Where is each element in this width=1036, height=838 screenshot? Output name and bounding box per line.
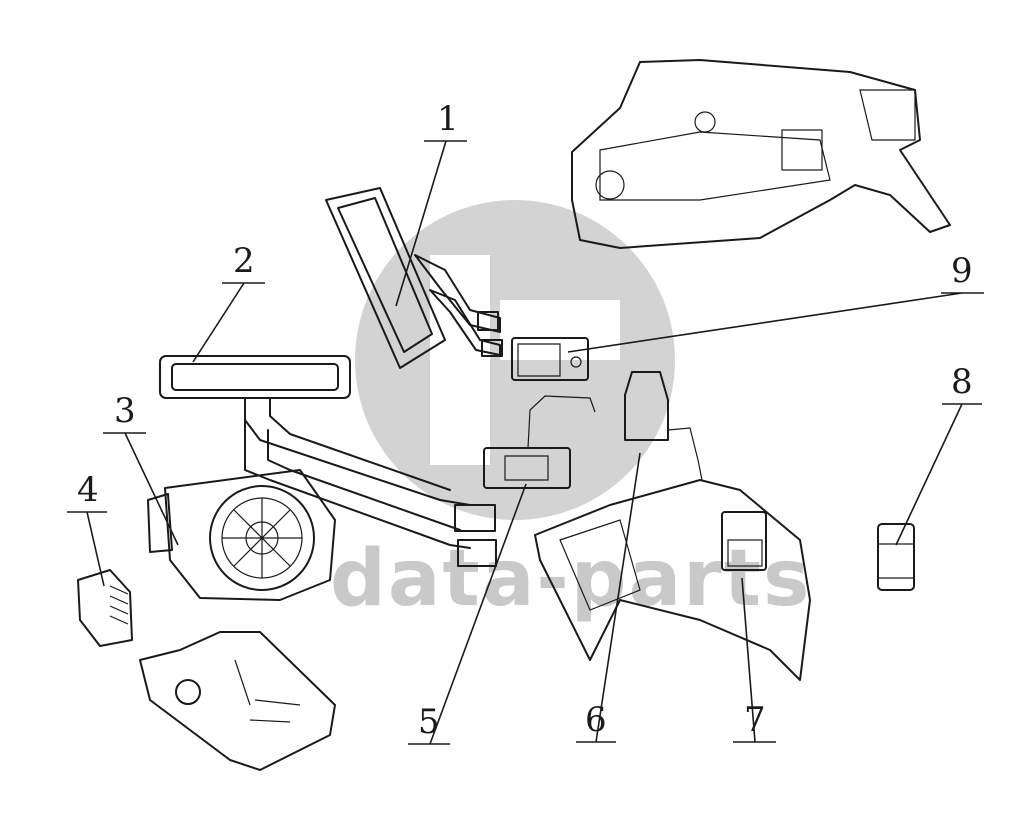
callout-9: 9	[951, 251, 973, 291]
leader-8	[895, 403, 982, 546]
housing-cover-part	[139, 631, 336, 771]
callout-5: 5	[418, 702, 440, 742]
leader-9	[567, 292, 984, 353]
sensor-8-part	[877, 523, 915, 591]
leader-5	[408, 483, 527, 745]
radiator-pipe-part	[159, 355, 497, 567]
leader-lines	[67, 140, 984, 745]
leader-3	[103, 432, 179, 546]
main-housing-part	[571, 59, 951, 249]
leader-2	[192, 282, 265, 363]
blower-fan-part	[147, 469, 336, 601]
duct-housing-7-part	[534, 479, 811, 681]
callout-8: 8	[951, 362, 973, 402]
callout-6: 6	[585, 700, 607, 740]
callout-4: 4	[77, 470, 99, 510]
callout-1: 1	[437, 99, 459, 139]
leader-6	[576, 452, 641, 743]
callout-2: 2	[233, 241, 255, 281]
callout-labels: 1 2 3 4 5 6 7 8 9	[77, 99, 973, 742]
actuator-9-part	[511, 337, 589, 381]
connector-part	[77, 569, 133, 647]
watermark-text: data-parts	[330, 534, 811, 624]
actuator-6-part	[624, 371, 703, 481]
actuator-5-part	[483, 395, 596, 489]
callout-3: 3	[114, 391, 136, 431]
callout-7: 7	[744, 700, 766, 740]
leader-7	[733, 577, 776, 743]
leader-4	[67, 511, 107, 587]
heater-core-part	[325, 187, 503, 369]
leader-1	[395, 140, 467, 307]
